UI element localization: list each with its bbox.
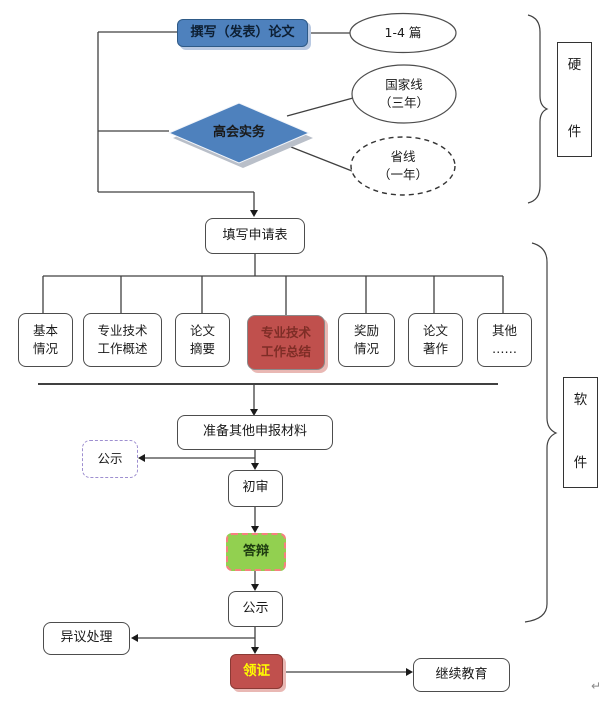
hardware-char-top: 硬 [567,57,582,73]
write-papers-box: 撰写（发表）论文 [177,19,308,47]
paragraph-return-mark: ↵ [591,679,602,693]
material-work-summary: 专业技术 工作总结 [247,315,325,370]
material-basic-info: 基本 情况 [18,313,73,367]
material-work-overview: 专业技术 工作概述 [83,313,162,367]
hardware-brace-label: 硬 件 [557,42,592,157]
publicity-first-box: 公示 [82,440,138,478]
material-awards: 奖励 情况 [338,313,395,367]
arrowhead-fillform [250,210,258,217]
software-brace [524,242,558,623]
arrowhead-education [406,668,413,676]
province-line-label: 省线 （一年） [377,148,428,182]
software-brace-label: 软 件 [563,377,598,488]
arrowhead-publicity2 [251,584,259,591]
line-diamond-to-province [290,146,353,172]
defense-box: 答辩 [226,533,286,571]
arrowhead-certificate [251,647,259,654]
objection-handling-box: 异议处理 [43,622,130,655]
publicity-second-box: 公示 [228,591,283,627]
arrowhead-defense [251,526,259,533]
software-char-top: 软 [573,392,588,408]
hardware-brace [527,14,549,204]
practice-exam-label: 高会实务 [212,124,265,140]
exam-diamond [167,102,311,164]
initial-review-box: 初审 [228,470,283,507]
province-line-ellipse [350,136,456,196]
material-others: 其他 …… [477,313,532,367]
line-diamond-to-national [286,97,354,117]
hardware-char-bottom: 件 [567,124,582,141]
get-certificate-box: 领证 [230,654,283,689]
arrowhead-prepare [250,409,258,416]
arrowhead-publicity-first [138,454,145,462]
arrowhead-review [251,463,259,470]
papers-count-ellipse [349,12,457,54]
national-line-label: 国家线 （三年） [378,76,429,110]
prepare-materials-box: 准备其他申报材料 [177,415,333,450]
national-line-ellipse [351,64,457,124]
arrowhead-objection [131,634,138,642]
fill-form-box: 填写申请表 [205,218,305,254]
material-paper-abstract: 论文 摘要 [175,313,230,367]
continuing-education-box: 继续教育 [413,658,510,692]
software-char-bottom: 件 [573,455,588,472]
material-publications: 论文 著作 [408,313,463,367]
papers-count-label: 1-4 篇 [384,24,422,40]
